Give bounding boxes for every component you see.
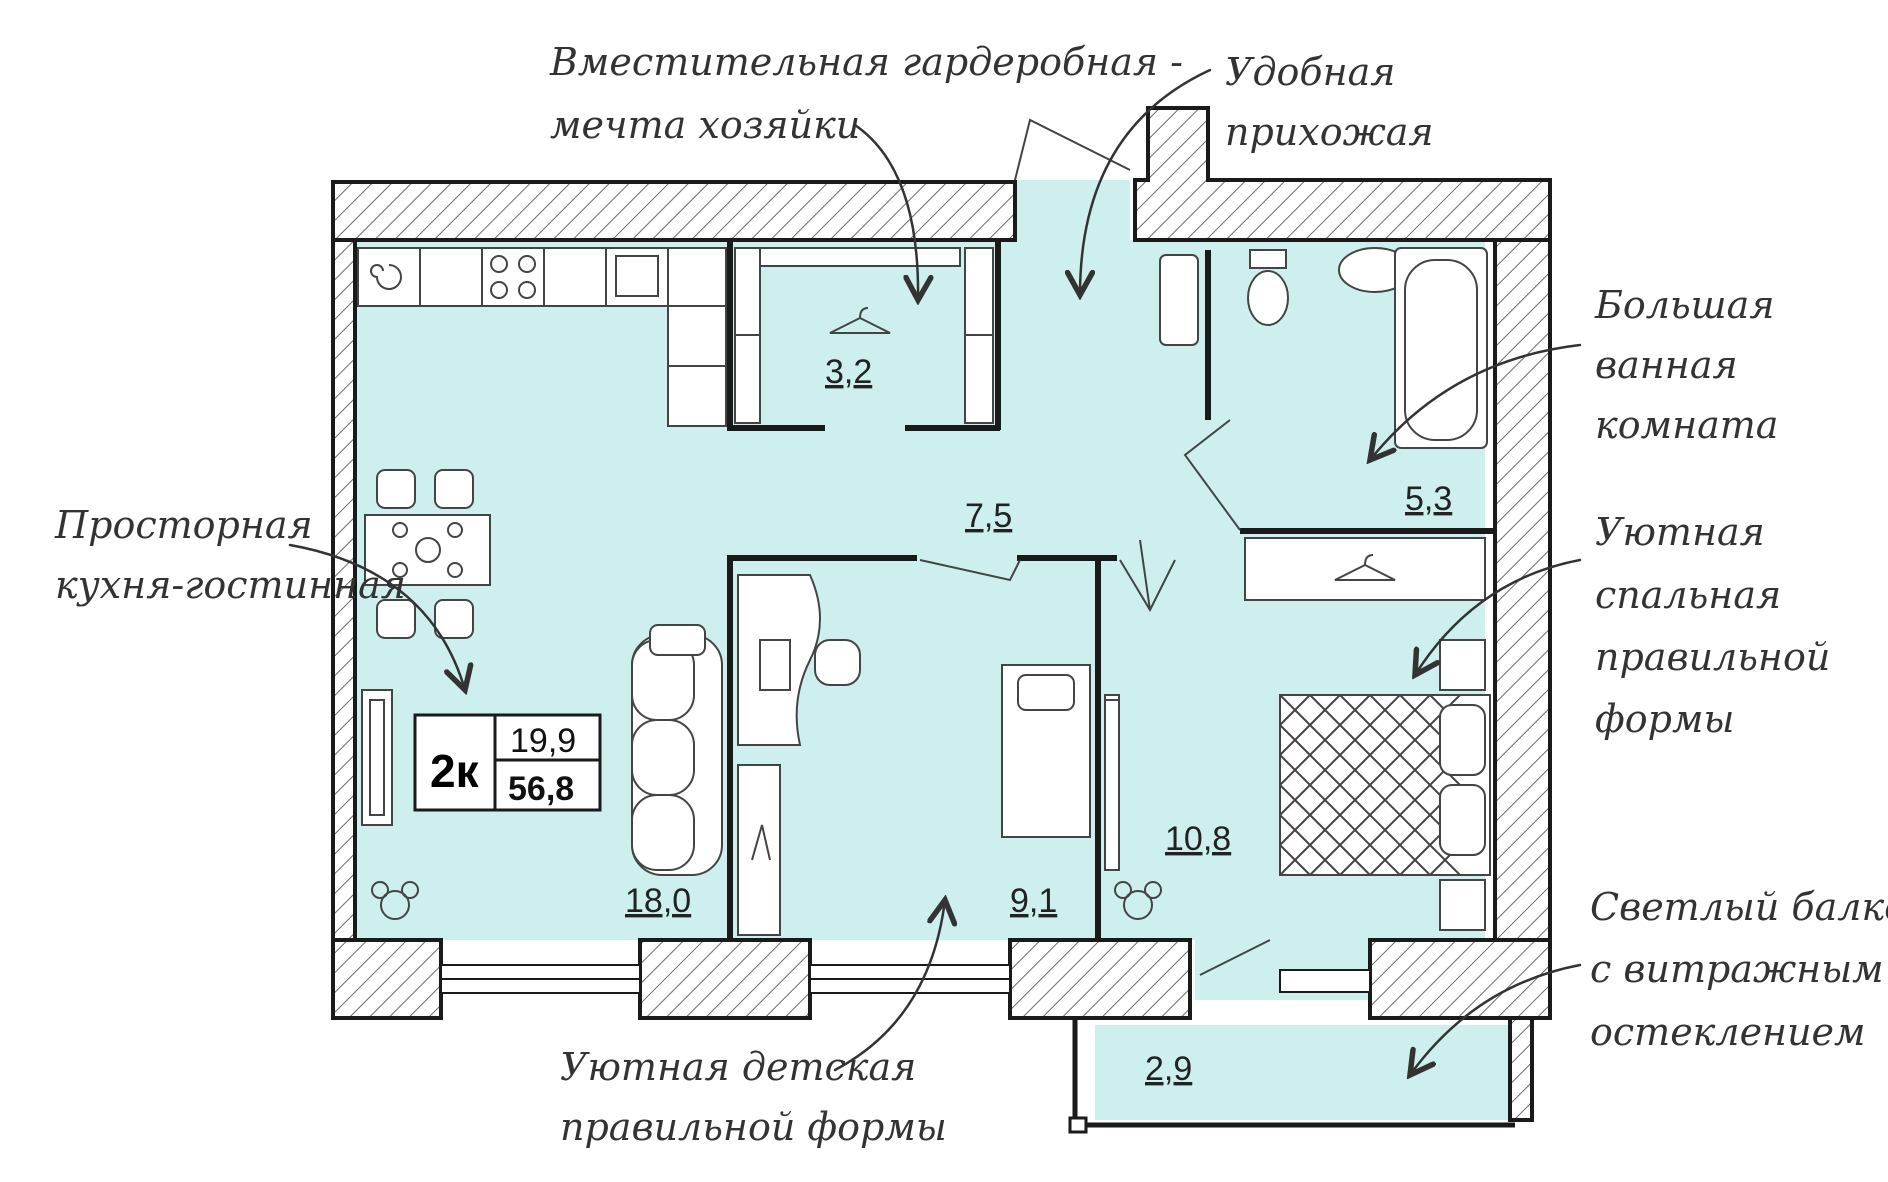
desk — [737, 574, 821, 746]
area-badge: 2к 19,9 56,8 — [413, 713, 602, 812]
svg-text:спальная: спальная — [1595, 573, 1781, 617]
hanger-icon — [829, 307, 891, 334]
walls — [331, 106, 1552, 1122]
counter-2 — [419, 247, 483, 307]
room-area-balcony: 2,9 — [1145, 1050, 1192, 1088]
room-area-wardrobe: 3,2 — [825, 353, 872, 391]
hall-wardrobe — [1244, 537, 1486, 601]
svg-text:кухня-гостинная: кухня-гостинная — [55, 563, 406, 607]
svg-text:правильной формы: правильной формы — [560, 1105, 947, 1149]
wall-top-left — [331, 180, 1017, 242]
room-area-bathroom: 5,3 — [1405, 480, 1452, 518]
svg-text:правильной: правильной — [1595, 635, 1830, 679]
dining-set — [364, 469, 491, 639]
svg-text:ванная: ванная — [1595, 343, 1738, 387]
kitchen-set — [357, 247, 727, 427]
note-bedroom: Уютная спальная правильной формы — [1595, 510, 1830, 741]
wall-right — [1493, 238, 1552, 942]
plant-icon — [1114, 881, 1162, 920]
svg-text:мечта хозяйки: мечта хозяйки — [550, 103, 860, 147]
counter-6 — [667, 365, 727, 427]
svg-text:Большая: Большая — [1594, 283, 1775, 327]
hanger-icon — [751, 824, 771, 861]
windows — [440, 964, 1371, 994]
room-count: 2к — [430, 745, 480, 797]
svg-text:формы: формы — [1595, 697, 1734, 741]
note-balcony: Светлый балкон с витражным остеклением — [1590, 885, 1888, 1054]
svg-text:Уютная: Уютная — [1595, 510, 1765, 554]
room-area-hall: 7,5 — [965, 497, 1012, 535]
stove — [481, 247, 545, 307]
dining-table — [364, 514, 491, 586]
wall-bottom-4 — [1368, 938, 1552, 1020]
note-kitchen: Просторная кухня-гостинная — [54, 503, 406, 607]
room-area-kids: 9,1 — [1010, 882, 1057, 920]
office-chair — [814, 639, 861, 686]
washer — [1159, 254, 1199, 346]
svg-text:Просторная: Просторная — [54, 503, 313, 547]
shelf — [737, 764, 781, 936]
wall-bottom-3 — [1008, 938, 1192, 1020]
total-area-value: 56,8 — [508, 770, 574, 808]
svg-text:прихожая: прихожая — [1225, 110, 1434, 154]
tv-stand — [361, 689, 393, 826]
doors — [919, 118, 1271, 976]
kid-bed — [1001, 664, 1091, 838]
note-kids: Уютная детская правильной формы — [560, 1045, 947, 1149]
counter-4 — [667, 247, 727, 307]
note-wardrobe: Вместительная гардеробная - мечта хозяйк… — [549, 40, 1183, 147]
room-area-bedroom: 10,8 — [1165, 820, 1231, 858]
bathroom-fixtures — [1159, 247, 1488, 449]
note-bathroom: Большая ванная комната — [1594, 283, 1778, 447]
toilet-icon — [1247, 270, 1289, 326]
nightstand — [1439, 879, 1486, 931]
counter-1 — [357, 247, 421, 307]
svg-text:Светлый балкон: Светлый балкон — [1590, 885, 1888, 929]
living-area-value: 19,9 — [510, 722, 576, 760]
hanger-icon — [1334, 554, 1396, 581]
room-area-kitchen-living: 18,0 — [625, 882, 691, 920]
svg-text:Удобная: Удобная — [1225, 50, 1395, 94]
wall-bottom-2 — [638, 938, 812, 1020]
bedroom-mirror — [1104, 699, 1120, 871]
svg-text:комната: комната — [1595, 403, 1778, 447]
sofa — [631, 624, 723, 876]
window-3 — [1279, 969, 1371, 993]
counter-5 — [667, 305, 727, 367]
wardrobe-storage — [734, 247, 994, 424]
svg-text:Вместительная гардеробная -: Вместительная гардеробная - — [549, 40, 1183, 84]
annotation-arrows — [288, 68, 1582, 1075]
plant-icon — [371, 881, 419, 920]
interior-walls — [727, 240, 1495, 940]
wall-balcony-right — [1508, 1016, 1534, 1122]
note-hall: Удобная прихожая — [1225, 50, 1434, 154]
wall-bottom-1 — [331, 938, 443, 1020]
svg-text:остеклением: остеклением — [1590, 1010, 1866, 1054]
counter-3 — [543, 247, 607, 307]
bathtub — [1394, 247, 1488, 449]
svg-text:Уютная детская: Уютная детская — [560, 1045, 916, 1089]
svg-text:с витражным: с витражным — [1590, 947, 1884, 991]
nightstand — [1439, 639, 1486, 691]
